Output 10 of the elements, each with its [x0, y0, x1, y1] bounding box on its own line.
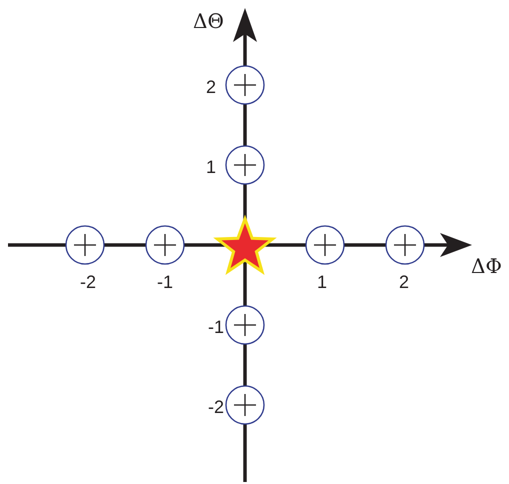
tick-label: -1 — [208, 317, 224, 337]
axis-label: ΔΘ — [193, 10, 224, 32]
axis-label: ΔΦ — [471, 255, 502, 277]
tick-label: 2 — [399, 272, 410, 292]
tick-label: 1 — [317, 272, 328, 292]
tick-label: -2 — [80, 272, 96, 292]
tick-label: 1 — [206, 157, 216, 177]
tick-label: -1 — [157, 272, 174, 292]
tick-label: -2 — [208, 397, 224, 417]
tick-label: 2 — [206, 77, 216, 97]
